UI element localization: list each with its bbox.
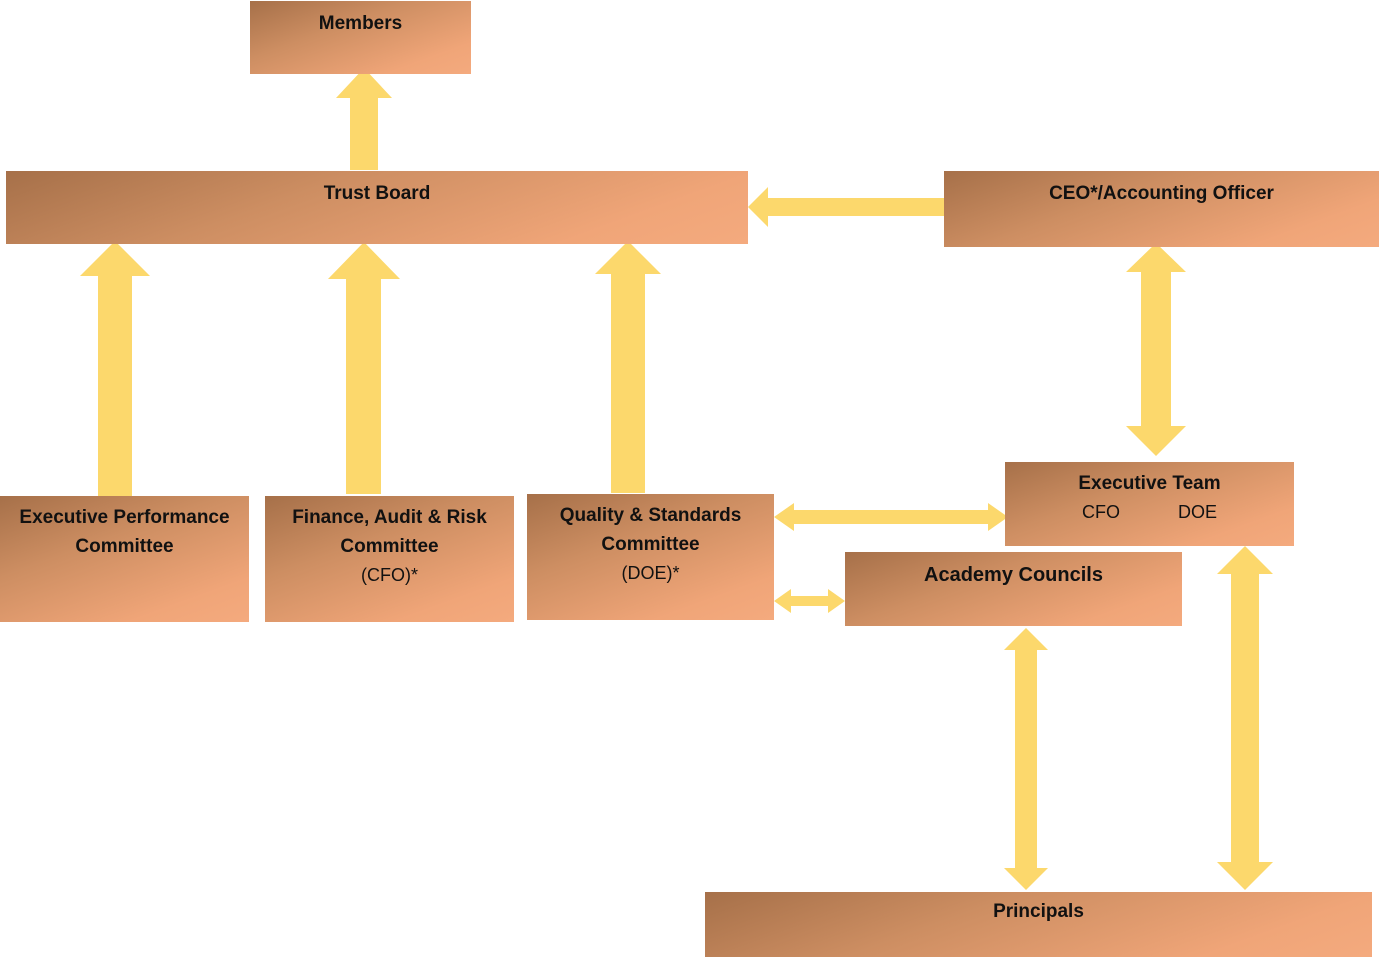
arrow-quality-academycouncils — [774, 589, 845, 613]
executive-team-doe: DOE — [1177, 502, 1217, 522]
academy-councils-box: Academy Councils — [845, 552, 1182, 626]
finance-audit-risk-committee-box: Finance, Audit & Risk Committee (CFO)* — [265, 496, 514, 622]
finance-audit-line1: Finance, Audit & Risk — [292, 507, 487, 528]
executive-performance-line2: Committee — [75, 536, 174, 557]
arrow-quality-to-trustboard — [595, 241, 661, 493]
finance-audit-line2: Committee — [340, 536, 439, 557]
members-title: Members — [318, 13, 403, 34]
arrow-execperformance-to-trustboard — [80, 241, 150, 496]
members-box: Members — [250, 1, 471, 74]
principals-box: Principals — [705, 892, 1372, 957]
executive-team-members: CFO DOE — [1005, 498, 1294, 526]
quality-standards-line1: Quality & Standards — [559, 505, 742, 526]
ceo-title: CEO*/Accounting Officer — [1049, 183, 1274, 204]
arrow-academycouncils-principals — [1004, 628, 1048, 890]
arrow-ceo-executiveteam — [1126, 243, 1186, 456]
principals-title: Principals — [993, 901, 1084, 922]
arrow-trustboard-to-members — [336, 68, 392, 170]
trust-board-title: Trust Board — [323, 183, 431, 204]
quality-standards-line3: (DOE)* — [621, 563, 680, 583]
arrow-finance-to-trustboard — [328, 242, 400, 494]
executive-team-box: Executive Team CFO DOE — [1005, 462, 1294, 546]
arrow-executiveteam-principals — [1217, 546, 1273, 890]
executive-performance-committee-box: Executive Performance Committee — [0, 496, 249, 622]
trust-board-box: Trust Board — [6, 171, 748, 244]
arrow-ceo-to-trustboard — [748, 187, 948, 227]
executive-performance-line1: Executive Performance — [19, 507, 230, 528]
executive-team-cfo: CFO — [1081, 502, 1120, 522]
ceo-box: CEO*/Accounting Officer — [944, 171, 1379, 247]
executive-team-title: Executive Team — [1078, 473, 1221, 494]
academy-councils-title: Academy Councils — [924, 564, 1103, 586]
finance-audit-line3: (CFO)* — [361, 565, 418, 585]
arrow-quality-executiveteam — [774, 503, 1008, 531]
quality-standards-line2: Committee — [601, 534, 700, 555]
quality-standards-committee-box: Quality & Standards Committee (DOE)* — [527, 494, 774, 620]
